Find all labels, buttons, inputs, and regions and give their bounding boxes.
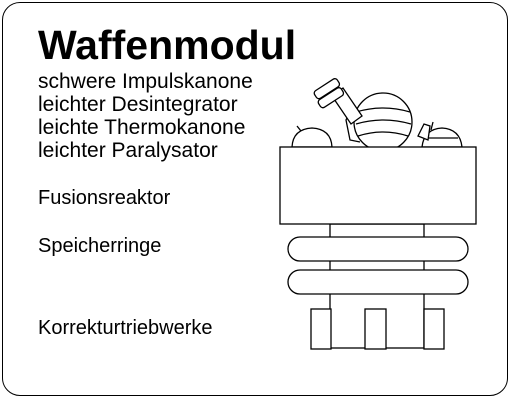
thruster-center [364,308,387,350]
heavy-cannon-bands [355,107,412,137]
thruster-right [423,308,445,350]
rings-label: Speicherringe [38,235,162,257]
disintegrator-mount [417,123,431,141]
thruster-left [310,308,332,350]
reactor-body [279,146,477,225]
weapon-item: schwere Impulskanone [38,70,253,93]
paralysator-barrel [430,121,434,131]
storage-ring-lower [287,269,469,295]
thrusters-label: Korrekturtriebwerke [38,317,213,339]
weapon-item: leichter Paralysator [38,139,218,162]
reactor-label: Fusionsreaktor [38,187,171,209]
weapon-item: leichter Desintegrator [38,93,238,116]
diagram-title: Waffenmodul [38,22,297,68]
storage-ring-upper [287,236,469,262]
thermo-cannon-dome [291,127,333,148]
weapon-item: leichte Thermokanone [38,116,246,139]
cannon-muzzle-ring [313,78,341,100]
cannon-muzzle-ring [317,87,345,109]
weapon-list: schwere Impulskanone leichter Desintegra… [38,70,253,162]
